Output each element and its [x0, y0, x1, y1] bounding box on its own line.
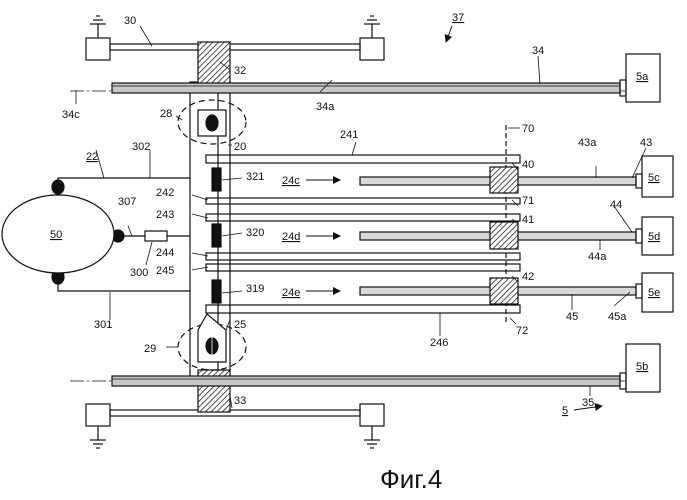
label-320: 320: [246, 227, 264, 239]
label-45a: 45a: [608, 311, 627, 323]
label-45: 45: [566, 311, 578, 323]
label-5: 5: [562, 405, 568, 417]
label-307: 307: [118, 196, 136, 208]
label-43: 43: [640, 137, 652, 149]
label-321: 321: [246, 171, 264, 183]
label-44: 44: [610, 199, 622, 211]
label-245: 245: [156, 265, 174, 277]
label-5a: 5a: [636, 71, 649, 83]
label-242: 242: [156, 187, 174, 199]
label-44a: 44a: [588, 251, 607, 263]
label-5b: 5b: [636, 361, 648, 373]
sensor-blocks: [212, 168, 221, 303]
label-241: 241: [340, 129, 358, 141]
label-301: 301: [94, 319, 112, 331]
label-72: 72: [516, 325, 528, 337]
label-5c: 5c: [648, 172, 660, 184]
label-5d: 5d: [648, 231, 660, 243]
figure-caption: Фиг.4: [380, 464, 442, 494]
bushings: [490, 167, 518, 304]
label-24c: 24c: [282, 175, 300, 187]
label-243: 243: [156, 209, 174, 221]
label-40: 40: [522, 159, 534, 171]
label-43a: 43a: [578, 137, 597, 149]
label-70: 70: [522, 123, 534, 135]
label-24d: 24d: [282, 231, 300, 243]
label-20: 20: [234, 141, 246, 153]
label-34a: 34a: [316, 101, 335, 113]
label-302: 302: [132, 141, 150, 153]
label-32: 32: [234, 65, 246, 77]
lower-main-tube: [112, 344, 660, 392]
label-30: 30: [124, 15, 136, 27]
label-28: 28: [160, 108, 172, 120]
label-5e: 5e: [648, 287, 660, 299]
label-50: 50: [50, 229, 62, 241]
label-41: 41: [522, 214, 534, 226]
label-34: 34: [532, 45, 544, 57]
label-71: 71: [522, 195, 534, 207]
label-22: 22: [86, 151, 98, 163]
label-24e: 24e: [282, 287, 300, 299]
label-246: 246: [430, 337, 448, 349]
label-300: 300: [130, 267, 148, 279]
label-37: 37: [452, 12, 464, 24]
label-35: 35: [582, 397, 594, 409]
label-319: 319: [246, 283, 264, 295]
bottom-support-beam: [86, 404, 384, 448]
label-29: 29: [144, 343, 156, 355]
label-25: 25: [234, 319, 246, 331]
upper-main-tube: [112, 54, 660, 102]
label-244: 244: [156, 247, 174, 259]
label-33: 33: [234, 395, 246, 407]
label-42: 42: [522, 271, 534, 283]
label-34c: 34c: [62, 109, 80, 121]
